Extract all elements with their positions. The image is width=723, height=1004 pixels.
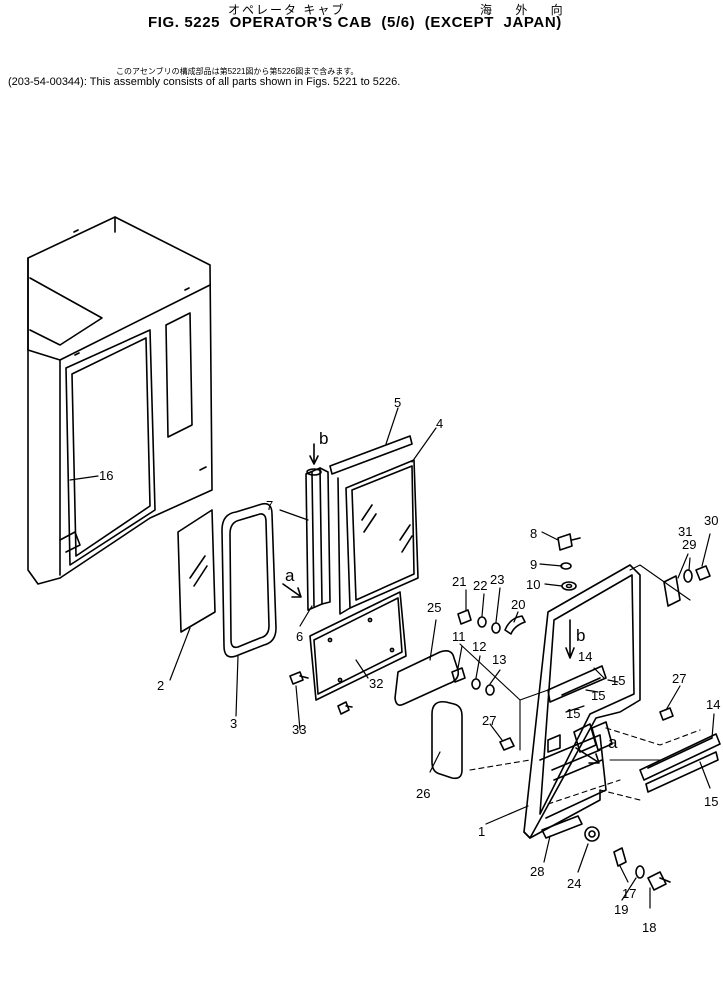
part-5-seal	[329, 435, 413, 475]
part-29-hinge	[663, 575, 681, 607]
callout-14-right: 14	[706, 697, 720, 712]
part-19-washer	[635, 865, 645, 879]
part-7-channel	[305, 467, 331, 611]
title-japanese-region: 海 外 向	[480, 3, 573, 17]
part-27-stoppers	[499, 707, 674, 751]
callout-31: 31	[678, 524, 692, 539]
callout-labels: 2 3 5 4 7 6 32 33 16 1 25 26 28 24 17 19…	[99, 395, 720, 935]
part-15-plate	[645, 751, 719, 793]
figure-title: FIG. 5225 OPERATOR'S CAB (5/6) (EXCEPT J…	[148, 14, 562, 31]
part-32-lower-panel	[309, 591, 407, 701]
callout-26: 26	[416, 786, 430, 801]
part-17-bracket	[613, 847, 627, 867]
callout-4: 4	[436, 416, 443, 431]
part-30-bolt	[695, 565, 711, 581]
part-13-washer	[485, 684, 495, 696]
part-21-bolt	[457, 609, 472, 625]
callout-10: 10	[526, 577, 540, 592]
callout-24: 24	[567, 876, 581, 891]
ref-a-door: a	[608, 733, 618, 752]
callout-6: 6	[296, 629, 303, 644]
callout-19: 19	[614, 902, 628, 917]
leader-lines	[69, 407, 715, 909]
callout-13: 13	[492, 652, 506, 667]
part-33-screws	[289, 671, 353, 715]
callout-27-a: 27	[482, 713, 496, 728]
ref-b-door: b	[576, 626, 585, 645]
callout-12: 12	[472, 639, 486, 654]
callout-5: 5	[394, 395, 401, 410]
callout-7: 7	[266, 498, 273, 513]
callout-28: 28	[530, 864, 544, 879]
callout-32: 32	[369, 676, 383, 691]
callout-25: 25	[427, 600, 441, 615]
callout-33: 33	[292, 722, 306, 737]
callout-11: 11	[452, 629, 466, 644]
callout-20: 20	[511, 597, 525, 612]
callout-21: 21	[452, 574, 466, 589]
part-10-washer	[561, 581, 577, 591]
part-23-washer	[491, 622, 501, 634]
callout-1: 1	[478, 824, 485, 839]
part-22-washer	[477, 616, 487, 628]
reference-arrows	[282, 443, 600, 764]
part-2-side-glass	[177, 509, 216, 633]
ref-a-left: a	[285, 566, 295, 585]
ref-b-upper: b	[319, 429, 328, 448]
callout-2: 2	[157, 678, 164, 693]
callout-15-right: 15	[704, 794, 718, 809]
callout-16: 16	[99, 468, 113, 483]
assembly-note: (203-54-00344): This assembly consists o…	[8, 76, 401, 88]
callout-15-middle: 15	[591, 688, 605, 703]
part-18-bolt	[647, 871, 671, 891]
callout-15-upper: 15	[611, 673, 625, 688]
part-4-glass-frame	[337, 459, 419, 615]
part-14-weatherstrip	[639, 733, 721, 781]
part-12-washer	[471, 678, 481, 690]
callout-8: 8	[530, 526, 537, 541]
part-31-washer	[683, 569, 693, 583]
part-11-bolt	[451, 667, 466, 683]
door-frame-guidelines	[459, 564, 701, 805]
assembly-note-japanese: このアセンブリの構成部品は第5221図から第5226図まで含みます。	[116, 67, 359, 76]
callout-30: 30	[704, 513, 718, 528]
part-1-door	[523, 564, 641, 839]
callout-17: 17	[622, 886, 636, 901]
cab-body	[27, 216, 213, 585]
callout-18: 18	[642, 920, 656, 935]
callout-22: 22	[473, 578, 487, 593]
part-8-bolt	[557, 533, 581, 551]
part-20-hose	[504, 615, 526, 635]
callout-14-door: 14	[578, 649, 592, 664]
title-japanese: オペレータ キャブ	[228, 3, 346, 17]
part-26-pad	[431, 700, 463, 780]
callout-27-b: 27	[672, 671, 686, 686]
callout-3: 3	[230, 716, 237, 731]
callout-9: 9	[530, 557, 537, 572]
callout-29: 29	[682, 537, 696, 552]
part-25-pad	[394, 650, 460, 706]
part-3-gasket	[221, 502, 277, 658]
part-28-rod	[541, 815, 583, 839]
callout-23: 23	[490, 572, 504, 587]
part-24-knob	[584, 826, 600, 842]
callout-15-lower: 15	[566, 706, 580, 721]
